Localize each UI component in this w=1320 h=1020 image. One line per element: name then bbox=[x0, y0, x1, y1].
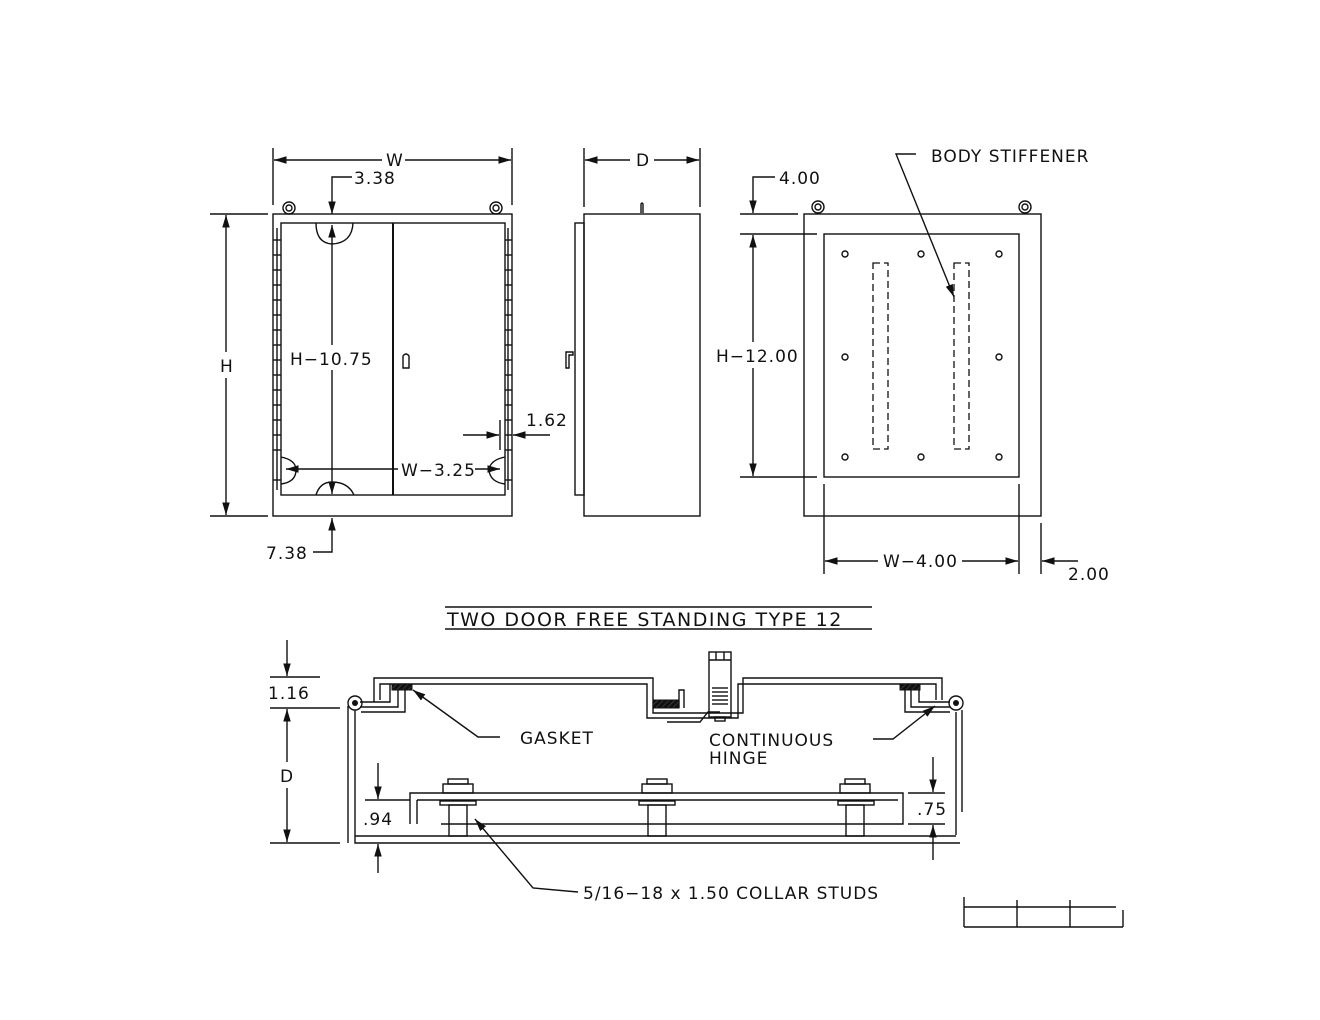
door-latch-icon bbox=[402, 353, 410, 369]
dim-flange-label: 1.16 bbox=[268, 684, 310, 704]
latch-body bbox=[708, 651, 732, 718]
studs-callout: 5/16−18 x 1.50 COLLAR STUDS bbox=[583, 884, 879, 904]
side-handle-icon bbox=[565, 351, 574, 369]
dim-left-standoff-label: .94 bbox=[363, 810, 393, 830]
dim-panel-top-label: 4.00 bbox=[779, 169, 821, 189]
dim-top-offset-label: 3.38 bbox=[354, 169, 396, 189]
hinge-ticks-right bbox=[505, 239, 512, 481]
dim-right-standoff-label: .75 bbox=[917, 800, 947, 820]
gasket-right bbox=[899, 683, 921, 691]
drawing-title: TWO DOOR FREE STANDING TYPE 12 bbox=[445, 606, 872, 631]
dim-depth-label: D bbox=[636, 151, 650, 171]
side-view: D bbox=[565, 148, 701, 517]
dim-height-label: H bbox=[220, 357, 234, 377]
title-text: TWO DOOR FREE STANDING TYPE 12 bbox=[446, 609, 843, 631]
dim-side-offset-label: 1.62 bbox=[526, 411, 568, 431]
stiffener-callout: BODY STIFFENER bbox=[931, 147, 1089, 167]
gasket-callout: GASKET bbox=[520, 729, 594, 749]
title-block bbox=[963, 897, 1124, 928]
dim-depth-section-label: D bbox=[280, 767, 294, 787]
stiffener-right bbox=[953, 262, 970, 450]
stud-3 bbox=[837, 778, 875, 837]
stud-2 bbox=[638, 778, 676, 837]
dim-panel-width-label: W−4.00 bbox=[883, 552, 958, 572]
hinge-ticks-left bbox=[273, 239, 281, 481]
section-view: 1.16 D .94 .75 GASKET CONTINUOUS HINGE 5… bbox=[268, 640, 964, 904]
dim-panel-height-label: H−12.00 bbox=[716, 347, 799, 367]
gasket-center bbox=[652, 699, 680, 709]
stiffener-left bbox=[872, 262, 889, 450]
dim-inner-height-label: H−10.75 bbox=[290, 350, 373, 370]
dim-inner-width-label: W−3.25 bbox=[401, 461, 476, 481]
front-view: W 3.38 bbox=[210, 148, 568, 564]
dim-width-label: W bbox=[386, 151, 404, 171]
dim-panel-side-label: 2.00 bbox=[1068, 565, 1110, 585]
hinge-callout-line2: HINGE bbox=[709, 749, 768, 769]
hinge-callout-line1: CONTINUOUS bbox=[709, 731, 834, 751]
stud-1 bbox=[439, 778, 477, 837]
dim-bottom-offset-label: 7.38 bbox=[266, 544, 308, 564]
panel-view: BODY STIFFENER 4.00 H−12.00 W−4.00 2.00 bbox=[716, 147, 1110, 585]
gasket-left bbox=[391, 683, 413, 691]
